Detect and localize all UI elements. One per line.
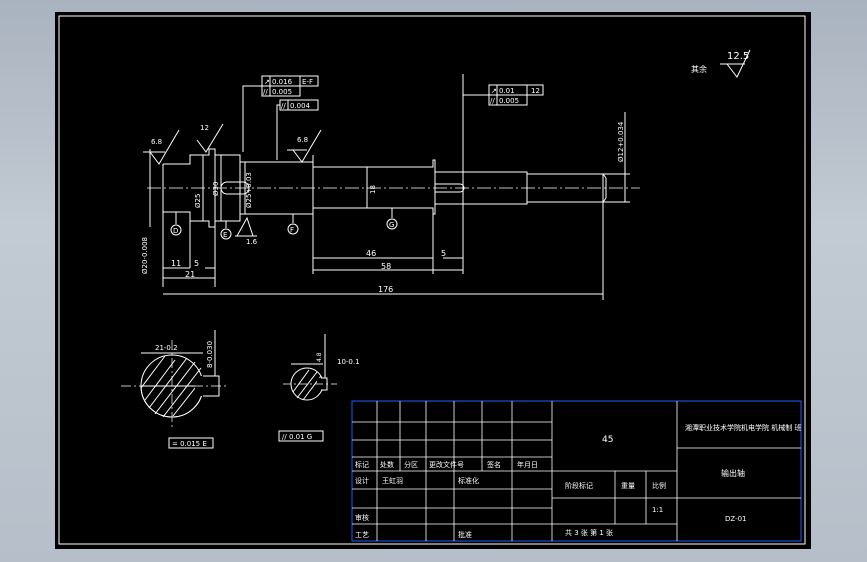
datum-f: F [286,213,300,235]
school-name: 湘潭职业技术学院机电学院 机械制 班 [685,423,801,432]
datum-f-label: F [290,226,294,234]
tolerance-frame-3: // 0.004 [276,99,319,160]
svg-text:签名: 签名 [487,460,501,469]
svg-text:更改文件号: 更改文件号 [429,460,464,469]
shaft-dimensions: Ø20-0.008 Ø25 Ø30 Ø25+0.03 18 Ø12+0.034 … [141,112,630,300]
datum-d-label: D [173,227,178,235]
title-block: 45 湘潭职业技术学院机电学院 机械制 班 输出轴 DZ-01 1:1 标记 处… [351,400,802,542]
svg-text:12: 12 [531,87,540,95]
svg-text:标记: 标记 [355,460,369,469]
svg-text:11: 11 [171,259,181,268]
drawing-canvas: 12.5 其余 6.8 12 6.8 1.6 [58,15,806,545]
svg-text:重量: 重量 [621,482,635,490]
svg-text:Ø20-0.008: Ø20-0.008 [141,237,149,274]
svg-text:共 3 张 第 1 张: 共 3 张 第 1 张 [565,528,613,537]
drawing-number: DZ-01 [725,515,747,523]
shaft-outline [147,148,640,228]
svg-text:标准化: 标准化 [458,476,479,485]
general-roughness-value: 12.5 [727,51,749,62]
roughness-value-1: 6.8 [151,138,162,146]
svg-text:18: 18 [369,185,377,194]
svg-text:0.01: 0.01 [499,87,515,95]
svg-text:46: 46 [366,249,376,258]
svg-text:年月日: 年月日 [517,460,538,469]
svg-text:↗: ↗ [264,78,270,86]
scale-value: 1:1 [652,506,663,514]
shaft-roughness-2: 12 [196,123,224,153]
tolerance-frame-5: // 0.005 [462,94,528,172]
svg-text:阶段标记: 阶段标记 [565,481,593,490]
svg-text:= 0.015 E: = 0.015 E [172,440,207,448]
svg-text:批准: 批准 [458,530,472,539]
svg-text:0.005: 0.005 [272,88,292,96]
datum-e: E [219,220,233,240]
general-roughness-symbol: 12.5 其余 [691,49,751,78]
svg-text:Ø12+0.034: Ø12+0.034 [617,121,625,162]
svg-text:王虹羽: 王虹羽 [382,476,403,485]
svg-text:分区: 分区 [404,460,418,469]
section-b-view: 10-0.1 4.8 // 0.01 G [278,334,360,442]
roughness-value-2: 12 [200,124,209,132]
svg-text:176: 176 [378,285,393,294]
part-name: 输出轴 [721,468,745,478]
svg-text:0.005: 0.005 [499,97,519,105]
svg-text:Ø25+0.03: Ø25+0.03 [245,172,253,208]
svg-text:21-0.2: 21-0.2 [155,344,178,352]
svg-text:比例: 比例 [652,481,666,490]
tolerance-frame-4: ↗ 0.01 12 [488,84,544,96]
svg-text:审核: 审核 [355,513,369,522]
svg-text://: // [490,97,495,105]
tolerance-frame-1: ↗ 0.016 E-F [261,75,319,87]
svg-text:5: 5 [441,249,446,258]
svg-text:4.8: 4.8 [316,352,323,362]
svg-text:E-F: E-F [302,78,313,86]
drawing-sheet: 12.5 其余 6.8 12 6.8 1.6 [55,12,811,549]
shaft-roughness-1: 6.8 [143,129,180,165]
datum-d: D [169,211,183,236]
shaft-roughness-4: 1.6 [235,216,258,246]
svg-text:Ø30: Ø30 [212,182,220,196]
datum-g: G [385,207,399,230]
svg-text:21: 21 [185,270,195,279]
material-value: 45 [602,435,613,445]
svg-text:5: 5 [194,259,199,268]
svg-text://: // [281,102,286,110]
section-a-view: 21-0.2 8-0.030 = 0.015 E [121,330,229,449]
general-roughness-label: 其余 [691,64,707,74]
svg-text:58: 58 [381,262,391,271]
tolerance-frame-2: // 0.005 [242,85,301,152]
roughness-value-3: 6.8 [297,136,308,144]
svg-text:0.004: 0.004 [290,102,311,110]
svg-text:0.016: 0.016 [272,78,293,86]
datum-e-label: E [223,231,227,239]
drawing-border [58,15,806,545]
svg-text://: // [263,88,268,96]
svg-text:处数: 处数 [380,460,394,469]
svg-text:Ø25: Ø25 [194,194,202,208]
svg-text:↗: ↗ [491,87,497,95]
svg-text:10-0.1: 10-0.1 [337,358,360,366]
roughness-value-4: 1.6 [246,238,258,246]
shaft-roughness-3: 6.8 [287,129,322,163]
svg-text:8-0.030: 8-0.030 [206,341,214,368]
datum-g-label: G [389,221,394,229]
svg-text:工艺: 工艺 [355,531,369,539]
svg-text:设计: 设计 [355,476,369,485]
svg-text:// 0.01 G: // 0.01 G [282,433,312,441]
